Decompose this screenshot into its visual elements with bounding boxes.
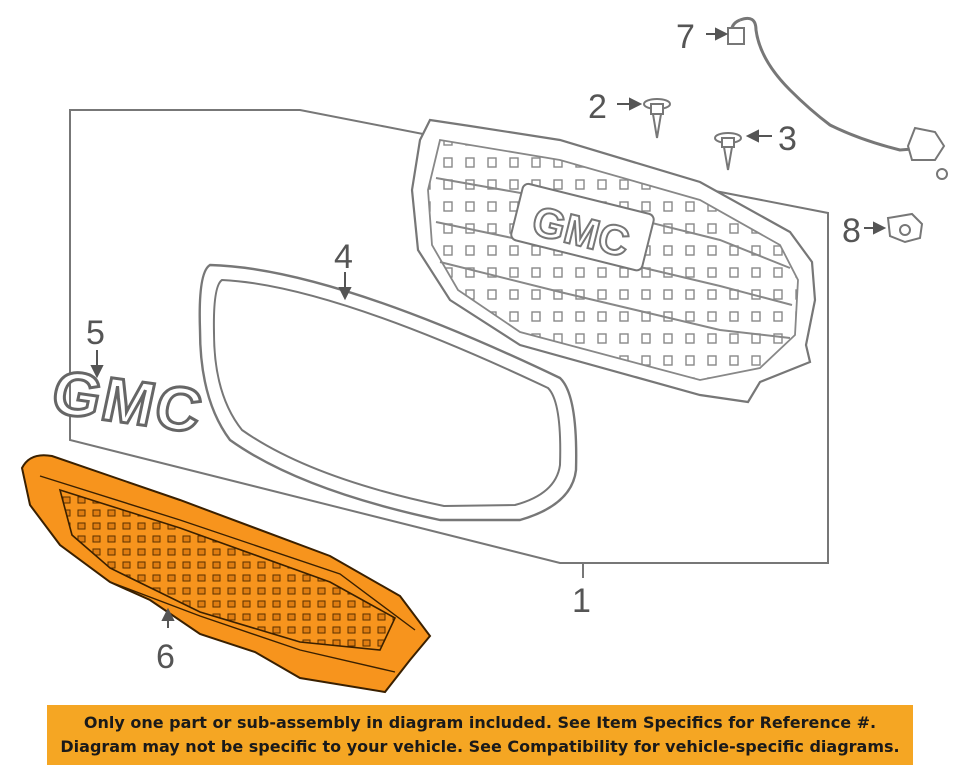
main-grille: GMC <box>410 118 817 404</box>
assembly-outline <box>69 109 829 564</box>
screw-2 <box>643 98 671 139</box>
callout-1: 1 <box>572 582 591 620</box>
leader-arrows <box>90 27 887 628</box>
callout-5: 5 <box>86 314 105 352</box>
wiring-harness <box>727 16 948 180</box>
disclaimer-banner: Only one part or sub-assembly in diagram… <box>47 705 913 765</box>
callout-6: 6 <box>156 638 175 676</box>
callout-7: 7 <box>676 18 695 56</box>
sensor-bracket <box>886 212 924 244</box>
disclaimer-line-1: Only one part or sub-assembly in diagram… <box>83 713 877 732</box>
screw-3 <box>714 132 742 171</box>
grille-surround-frame <box>198 263 578 522</box>
callout-2: 2 <box>588 88 607 126</box>
lower-grille-highlighted <box>20 454 432 694</box>
disclaimer-line-2: Diagram may not be specific to your vehi… <box>60 737 900 756</box>
callout-4: 4 <box>334 238 353 276</box>
grille-badge-frame <box>510 182 655 272</box>
callout-8: 8 <box>842 212 861 250</box>
callout-3: 3 <box>778 120 797 158</box>
